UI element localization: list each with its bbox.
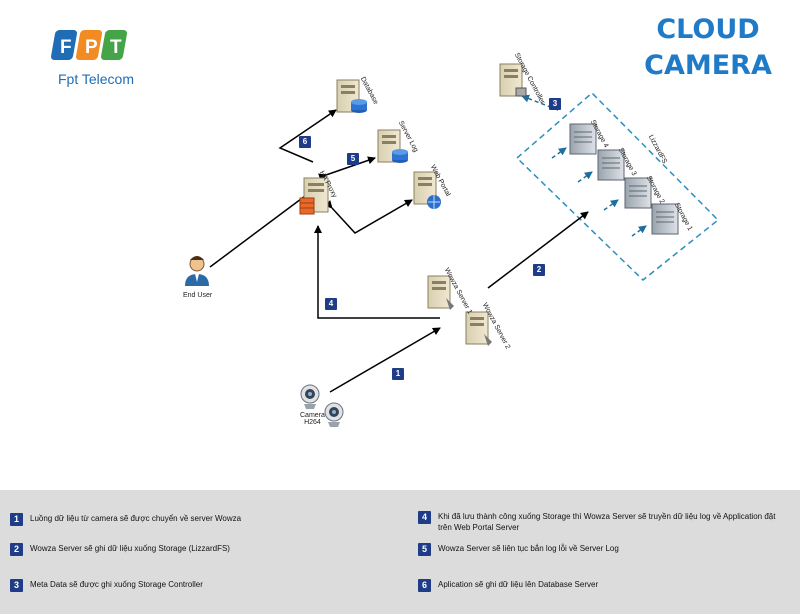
- lizzardfs-cluster-box: [515, 91, 720, 281]
- legend-number-6: 6: [418, 579, 431, 592]
- label-camera-line1: Camera: [300, 412, 325, 419]
- svg-text:P: P: [85, 37, 98, 58]
- legend-text-2: Wowza Server sẽ ghi dữ liệu xuống Storag…: [30, 544, 230, 553]
- legend-number-2: 2: [10, 543, 23, 556]
- legend-number-5: 5: [418, 543, 431, 556]
- link-haproxy-webportal: [324, 199, 413, 234]
- step-badge-4: 4: [325, 298, 337, 310]
- storage-4-icon: [569, 123, 597, 155]
- step-badge-5: 5: [347, 153, 359, 165]
- fpt-logo: F P T Fpt Telecom: [48, 28, 134, 90]
- link-haproxy-database: [278, 109, 337, 163]
- label-end-user: End User: [183, 292, 213, 299]
- wowza-server-1-icon: [427, 275, 454, 310]
- link-wowza-storage: [487, 211, 589, 289]
- link-enduser-haproxy: [209, 195, 306, 268]
- web-portal-server-icon: [413, 171, 441, 209]
- camera-icon: [300, 384, 320, 409]
- camera-2-icon: [324, 402, 344, 427]
- step-badge-1: 1: [392, 368, 404, 380]
- legend-number-4: 4: [418, 511, 431, 524]
- label-camera-line2: H264: [304, 419, 321, 426]
- link-haproxy-serverlog: [318, 156, 376, 182]
- server-log-icon: [377, 129, 408, 163]
- ha-proxy-server-icon: [299, 177, 329, 215]
- fpt-logo-tiles: F P T: [51, 30, 128, 60]
- storage-2-icon: [624, 177, 652, 209]
- svg-text:F: F: [60, 37, 72, 58]
- legend-text-4: Khi đã lưu thành công xuống Storage thì …: [438, 512, 776, 532]
- wowza-server-2-icon: [465, 311, 492, 346]
- legend-text-1: Luồng dữ liệu từ camera sẽ được chuyển v…: [30, 514, 242, 523]
- legend-panel: 1 Luồng dữ liệu từ camera sẽ được chuyển…: [0, 490, 800, 614]
- legend-text-5: Wowza Server sẽ liên tục bắn log lỗi về …: [438, 544, 619, 553]
- step-badge-6: 6: [299, 136, 311, 148]
- company-name: Fpt Telecom: [58, 71, 134, 87]
- architecture-diagram: [185, 63, 720, 427]
- title-line-2: CAMERA: [644, 50, 772, 81]
- cluster-links: [521, 94, 647, 237]
- page-title: CLOUD CAMERA: [638, 12, 778, 84]
- link-camera-wowza: [329, 327, 441, 393]
- legend-text-3: Meta Data sẽ được ghi xuống Storage Cont…: [30, 580, 203, 589]
- link-wowza-haproxy: [314, 225, 440, 319]
- storage-1-icon: [651, 203, 679, 235]
- label-camera: Camera H264: [300, 412, 325, 426]
- title-line-1: CLOUD: [656, 14, 760, 45]
- legend-number-3: 3: [10, 579, 23, 592]
- step-badge-2: 2: [533, 264, 545, 276]
- step-badge-3: 3: [549, 98, 561, 110]
- legend-number-1: 1: [10, 513, 23, 526]
- svg-text:T: T: [110, 37, 122, 58]
- storage-controller-icon: [499, 63, 527, 97]
- database-server-icon: [336, 79, 367, 113]
- legend-text-6: Aplication sẽ ghi dữ liệu lên Database S…: [438, 580, 599, 589]
- end-user-icon: [185, 256, 209, 286]
- storage-3-icon: [597, 149, 625, 181]
- connections: [209, 109, 589, 393]
